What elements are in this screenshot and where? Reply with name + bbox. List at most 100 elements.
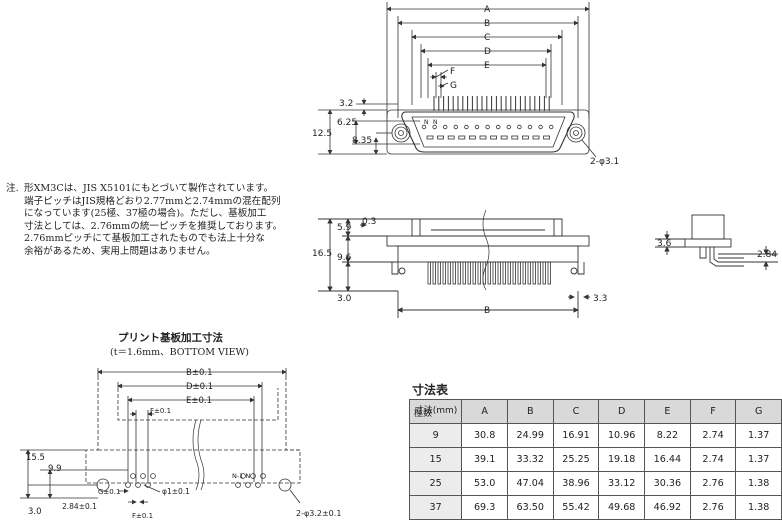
table-cell: 33.12 xyxy=(598,471,646,496)
table-cell: 55.42 xyxy=(552,495,600,520)
pcb-labels: B±0.1 D±0.1 E±0.1 F±0.1 15.5 9.9 2.84±0.… xyxy=(26,368,341,520)
front-pin xyxy=(447,261,451,285)
contact xyxy=(432,124,437,130)
dim-label-g: G xyxy=(450,81,457,91)
table-cell: 25.25 xyxy=(552,447,600,472)
table-cell: 53.0 xyxy=(461,471,508,496)
contact xyxy=(464,124,469,130)
dim-5-9: 5.9 xyxy=(337,223,352,233)
table-cell: 2.76 xyxy=(689,471,737,496)
contact xyxy=(543,135,550,140)
front-view-labels: 5.9 0.3 16.5 9.6 3.0 3.3 B xyxy=(312,217,607,316)
dim-label-f: F xyxy=(450,67,455,77)
pcb-pin-hole xyxy=(250,473,256,479)
contact xyxy=(443,124,448,130)
col-header-c: C xyxy=(552,399,600,424)
contact xyxy=(522,135,529,140)
pcb-dim-g: G±0.1 xyxy=(98,488,120,496)
contact xyxy=(506,124,511,130)
dim-16-5: 16.5 xyxy=(312,249,332,259)
contact xyxy=(479,135,487,140)
table-cell: 2.76 xyxy=(689,495,737,520)
table-cell: 30.36 xyxy=(644,471,691,496)
front-pin xyxy=(512,261,516,285)
pcb-pin-hole xyxy=(135,482,141,488)
table-cell: 2.74 xyxy=(689,423,737,448)
pin-count-cell: 37 xyxy=(408,495,463,520)
front-pin xyxy=(462,261,466,285)
contact xyxy=(496,124,501,130)
pin-count-cell: 9 xyxy=(408,423,463,448)
front-pin xyxy=(432,261,436,285)
pcb-pin-hole: φ1±0.1 xyxy=(162,487,190,496)
dim-3-6: 3.6 xyxy=(657,239,672,249)
col-header-a: A xyxy=(461,399,508,424)
dim-3-2: 3.2 xyxy=(339,99,353,109)
contact xyxy=(527,124,533,130)
hole-label: 2-φ3.1 xyxy=(590,157,619,167)
contact xyxy=(453,124,458,130)
pin-mark-n2: N xyxy=(433,119,438,126)
pcb-pin-hole xyxy=(150,473,156,479)
table-cell: 38.96 xyxy=(552,471,600,496)
table-cell: 69.3 xyxy=(461,495,508,520)
contact xyxy=(549,124,554,130)
corner-pins-label: 極数 xyxy=(414,409,433,419)
dim-label-c: C xyxy=(484,33,490,43)
table-title: 寸法表 xyxy=(412,383,449,397)
dim-b-front: B xyxy=(484,306,490,316)
col-header-b: B xyxy=(506,399,554,424)
note-label: 注. xyxy=(6,183,19,194)
contact xyxy=(458,135,466,140)
front-pin xyxy=(442,261,446,285)
table-cell: 16.44 xyxy=(644,447,691,472)
table-cell: 30.8 xyxy=(461,423,508,448)
side-view xyxy=(655,214,778,270)
dim-label-d: D xyxy=(484,47,491,57)
pcb-pin-marks: N-1 N xyxy=(232,472,250,480)
front-pin xyxy=(472,261,476,285)
pcb-subtitle: (t＝1.6mm、BOTTOM VIEW) xyxy=(110,347,249,358)
pcb-pin-hole xyxy=(235,482,241,488)
front-pin xyxy=(427,261,431,285)
contact xyxy=(426,135,434,140)
contact xyxy=(538,124,543,130)
note-block: 注. 形XM3Cは、JIS X5101にもとづいて製作されています。 端子ピッチ… xyxy=(6,183,306,259)
contact xyxy=(474,124,480,130)
dim-3-0: 3.0 xyxy=(337,294,352,304)
dim-6-25: 6.25 xyxy=(337,118,357,128)
contact xyxy=(447,135,455,140)
table-cell: 1.38 xyxy=(735,495,782,520)
pcb-layout xyxy=(20,368,301,505)
dim-2-84: 2.84 xyxy=(757,250,777,260)
pcb-pin-hole xyxy=(260,473,266,479)
pcb-dim-e: E±0.1 xyxy=(186,396,212,406)
note-line: になっています(25極、37極の場合)。ただし、基板加工 xyxy=(24,208,267,220)
contact xyxy=(517,124,522,130)
pcb-dim-f-top: F±0.1 xyxy=(150,407,171,415)
dim-label-a: A xyxy=(484,5,491,15)
contact xyxy=(490,135,498,140)
table-cell: 10.96 xyxy=(598,423,646,448)
pcb-dim-f-bottom: F±0.1 xyxy=(132,512,153,520)
table-cell: 39.1 xyxy=(461,447,508,472)
dim-0-3: 0.3 xyxy=(362,217,376,227)
front-pin xyxy=(537,261,541,285)
pcb-dim-15-5: 15.5 xyxy=(26,453,45,463)
col-header-g: G xyxy=(735,399,782,424)
table-cell: 47.04 xyxy=(506,471,554,496)
pin-count-cell: 15 xyxy=(408,447,463,472)
pcb-pin-hole xyxy=(130,473,136,479)
front-pin xyxy=(542,261,546,285)
front-pin xyxy=(497,261,501,285)
contact xyxy=(485,124,490,130)
front-pin xyxy=(527,261,531,285)
front-pin xyxy=(437,261,441,285)
contact xyxy=(532,135,540,140)
table-cell: 63.50 xyxy=(506,495,554,520)
pin-mark-n1: N xyxy=(424,119,429,126)
